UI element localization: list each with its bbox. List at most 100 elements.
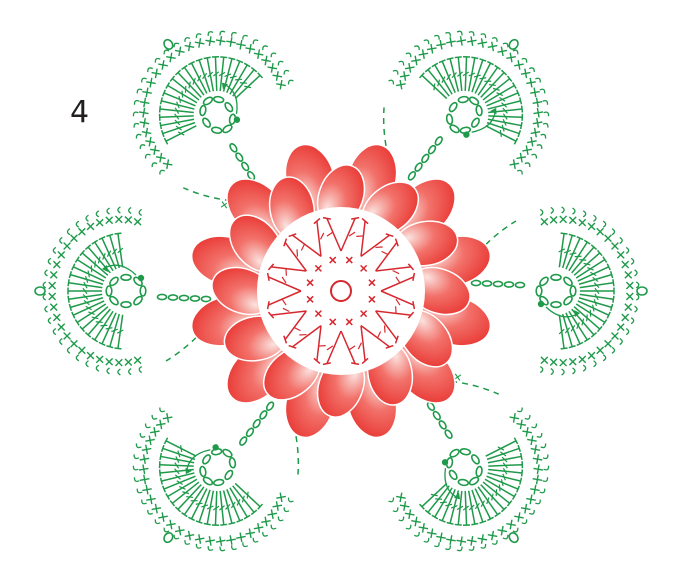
picot-loop xyxy=(525,162,531,167)
picot-loop xyxy=(133,454,139,459)
stitch-top-bar xyxy=(439,517,445,524)
picot-loop xyxy=(107,368,110,374)
picot-loop xyxy=(158,407,164,412)
picot-loop xyxy=(270,525,276,530)
picot-loop xyxy=(389,79,395,84)
stitch-top-bar xyxy=(514,138,519,144)
stitch-top-bar xyxy=(69,304,71,311)
chain-stitch xyxy=(265,401,274,411)
stitch-cross-bar xyxy=(587,314,588,321)
chain-stitch xyxy=(239,436,248,446)
stitch-cross-bar xyxy=(196,500,203,507)
stitch-cross-bar xyxy=(497,484,503,491)
picot-loop xyxy=(522,57,528,62)
stitch-cross-bar xyxy=(177,96,183,103)
picot-loop xyxy=(535,500,541,505)
picot-loop xyxy=(594,361,597,367)
chain-stitch xyxy=(140,286,146,296)
picot-loop xyxy=(68,229,71,235)
stitch-top-bar xyxy=(106,346,113,348)
chain-stitch xyxy=(106,286,112,296)
picot-loop xyxy=(406,52,412,57)
picot-loop xyxy=(48,258,51,264)
picot-loop xyxy=(481,544,487,549)
picot-loop xyxy=(631,318,634,324)
picot-loop xyxy=(146,510,152,515)
picot-loop xyxy=(195,544,201,549)
stitch-top-bar xyxy=(561,348,568,349)
picot-loop xyxy=(139,367,142,373)
picot-loop xyxy=(612,347,615,353)
stitch-cross-bar xyxy=(95,261,96,268)
picot-loop xyxy=(393,69,399,74)
chain-stitch xyxy=(470,454,480,465)
picot-loop xyxy=(241,34,247,39)
pineapple-motif: + xyxy=(35,207,211,375)
picot-loop xyxy=(133,122,139,127)
picot-loop xyxy=(86,361,89,367)
picot-loop xyxy=(540,367,543,373)
picot-loop xyxy=(434,34,440,39)
chain-stitch xyxy=(222,448,233,458)
chain-stitch xyxy=(222,124,233,134)
picot-loop xyxy=(151,162,157,167)
picot-loop xyxy=(603,355,606,361)
picot-loop xyxy=(541,443,547,448)
picot-loop xyxy=(151,415,157,420)
chain-stitch xyxy=(199,466,206,477)
chain-stitch xyxy=(213,96,224,103)
picot-loop xyxy=(287,498,293,503)
stitch-cross-bar xyxy=(92,317,99,319)
picot-loop xyxy=(68,347,71,353)
chain-stitch xyxy=(211,127,222,134)
chain-stitch xyxy=(241,161,250,171)
picot-loop xyxy=(96,365,99,371)
chain-stitch xyxy=(449,124,460,134)
picot-loop xyxy=(522,519,528,524)
stitch-top-bar xyxy=(69,271,71,278)
picot-loop xyxy=(636,294,639,300)
chain-stitch xyxy=(538,276,549,287)
picot-loop xyxy=(406,525,412,530)
picot-loop xyxy=(531,153,537,158)
picot-loop xyxy=(135,133,141,138)
picot-loop xyxy=(86,215,89,221)
picot-loop xyxy=(219,30,225,35)
picot-loop xyxy=(457,30,463,35)
picot-loop xyxy=(424,538,430,543)
picot-loop xyxy=(60,237,63,243)
picot-loop xyxy=(173,535,179,540)
stitch-cross-bar xyxy=(570,253,577,254)
picot-loop xyxy=(270,52,276,57)
flower-center xyxy=(257,207,425,375)
chain-stitch xyxy=(563,276,574,287)
picot-loop xyxy=(414,532,420,537)
stitch-top-bar xyxy=(487,516,493,521)
picot-loop xyxy=(129,207,132,213)
picot-loop xyxy=(492,540,498,545)
picot-loop xyxy=(118,207,121,213)
chain-stitch xyxy=(475,466,482,477)
picot-loop xyxy=(76,355,79,361)
stitch-cross-bar xyxy=(445,502,452,508)
picot-loop xyxy=(529,67,535,72)
picot-loop xyxy=(537,433,543,438)
picot-loop xyxy=(543,99,549,104)
stitch-cross-bar xyxy=(584,263,591,265)
chain-stitch xyxy=(224,469,234,480)
chain-stitch xyxy=(407,171,416,181)
chain-stitch xyxy=(224,101,234,112)
tip-chain-ring xyxy=(508,531,520,544)
picot-loop xyxy=(60,339,63,345)
chain-stitch xyxy=(458,479,469,486)
picot-loop xyxy=(544,466,550,471)
stitch-top-bar xyxy=(613,296,614,303)
picot-loop xyxy=(540,88,546,93)
chain-stitch xyxy=(213,479,224,486)
picot-loop xyxy=(144,153,150,158)
chain-stitch xyxy=(434,136,443,146)
picot-loop xyxy=(445,31,451,36)
picot-loop xyxy=(261,45,267,50)
stitch-cross-bar xyxy=(230,74,237,80)
